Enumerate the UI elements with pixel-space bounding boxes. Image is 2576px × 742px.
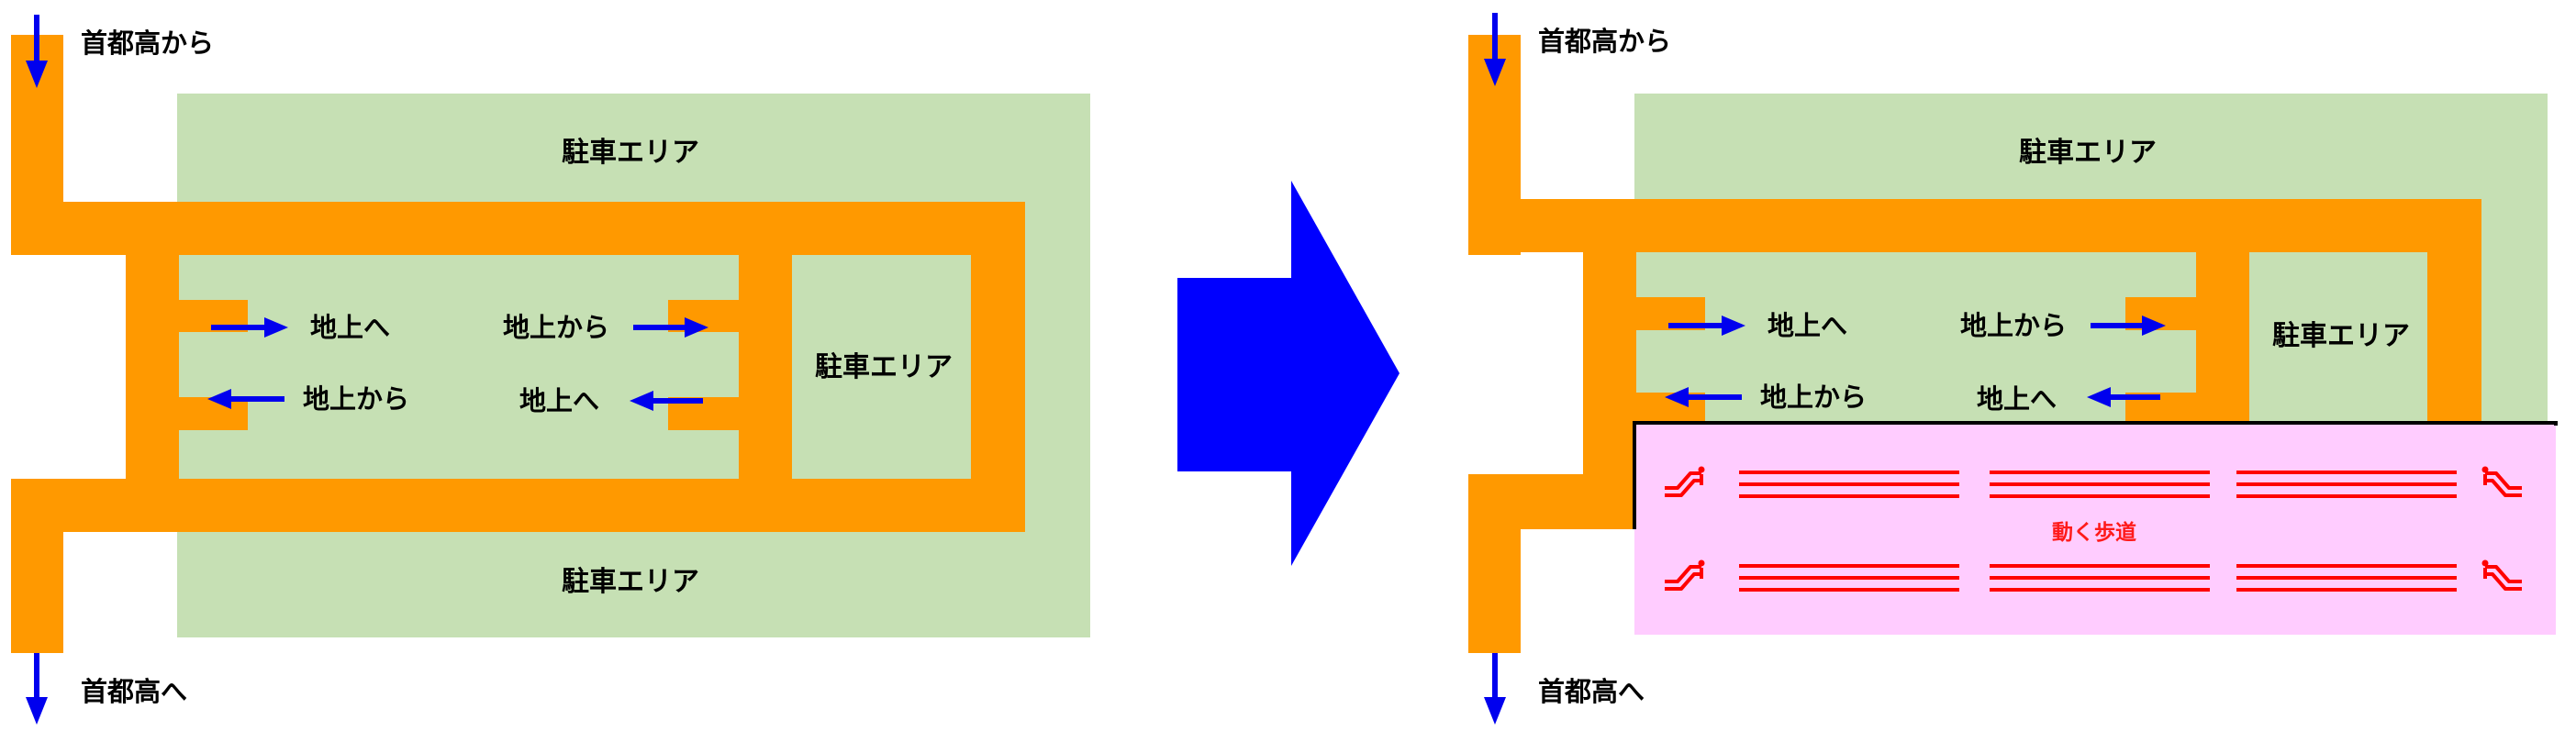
walkway-lines <box>1739 471 2457 592</box>
label-parking-right: 駐車エリア <box>2272 320 2410 352</box>
label-from-expressway: 首都高から <box>1538 26 1672 57</box>
right-diagram <box>1468 13 2558 725</box>
big-right-arrow <box>1177 181 1400 566</box>
label-parking-bottom: 駐車エリア <box>562 566 699 598</box>
road-network <box>11 35 1025 653</box>
label-to-ground: 地上へ <box>1977 383 2057 415</box>
label-to-ground: 地上へ <box>519 385 600 416</box>
arrowhead <box>26 61 48 88</box>
label-parking-right: 駐車エリア <box>815 351 953 383</box>
flow-arrows <box>1484 13 2166 725</box>
label-moving-walkway: 動く歩道 <box>2052 521 2136 545</box>
flow-arrows <box>26 15 708 725</box>
label-from-ground: 地上から <box>503 312 610 343</box>
moving-walkway-area <box>1634 423 2556 635</box>
label-from-ground: 地上から <box>1960 310 2068 341</box>
arrowhead <box>685 317 708 338</box>
label-to-expressway: 首都高へ <box>1538 676 1645 707</box>
parking-block <box>2249 252 2427 421</box>
label-from-ground: 地上から <box>303 383 410 415</box>
walkway-border <box>1633 421 2558 529</box>
label-from-ground: 地上から <box>1760 382 1868 413</box>
label-parking-top: 駐車エリア <box>2019 137 2157 169</box>
label-to-ground: 地上へ <box>310 312 391 343</box>
arrowhead <box>2142 316 2166 336</box>
road-network <box>1468 35 2481 653</box>
label-to-ground: 地上へ <box>1768 310 1848 341</box>
label-from-expressway: 首都高から <box>81 28 215 59</box>
arrowhead <box>1484 59 1506 86</box>
arrowhead <box>630 391 653 411</box>
arrowhead <box>1722 316 1745 336</box>
label-to-expressway: 首都高へ <box>81 676 188 707</box>
arrowhead <box>264 317 288 338</box>
arrowhead <box>26 697 48 725</box>
label-parking-top: 駐車エリア <box>562 137 699 169</box>
left-diagram <box>11 15 1090 725</box>
arrowhead <box>207 389 231 409</box>
parking-block <box>792 255 971 479</box>
arrowhead <box>2087 387 2111 407</box>
arrowhead <box>1665 387 1689 407</box>
arrowhead <box>1484 697 1506 725</box>
